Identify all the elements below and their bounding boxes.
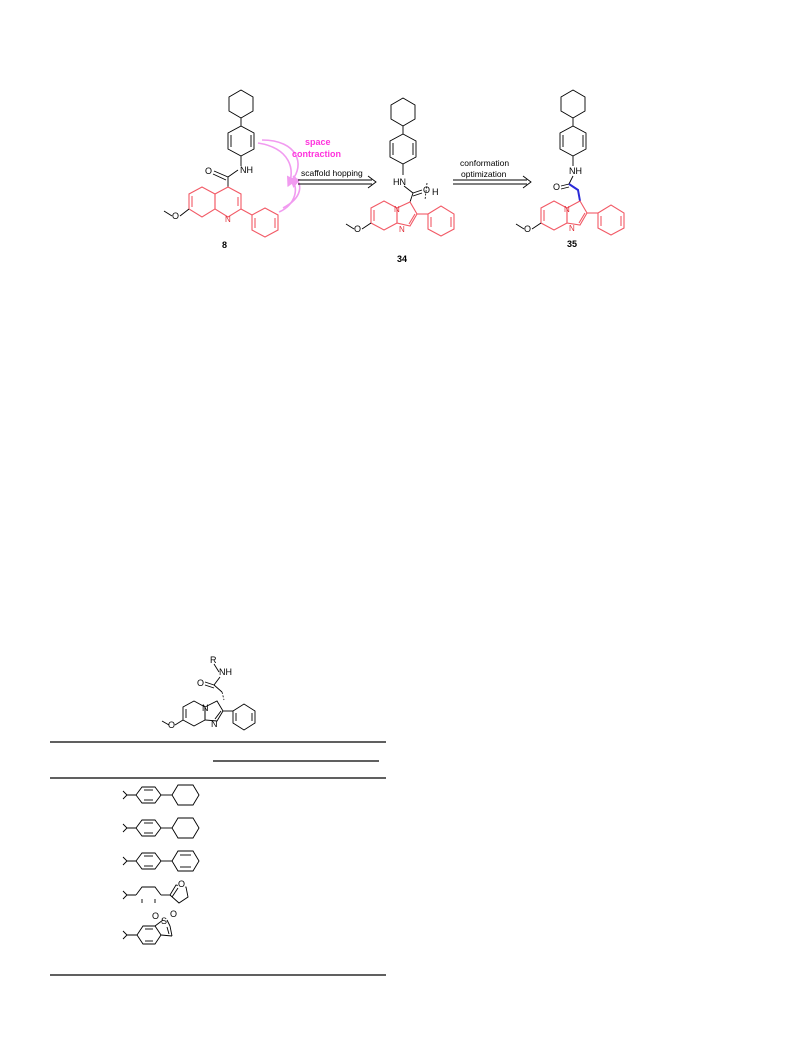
furan-o-label: O bbox=[178, 879, 185, 889]
arrow2-label-line2: optimization bbox=[461, 169, 507, 179]
table-row bbox=[122, 850, 200, 872]
hn-label-34: HN bbox=[393, 177, 406, 187]
n2-label-34: N bbox=[399, 225, 405, 234]
ome-o-label-34: O bbox=[354, 224, 361, 234]
space-contraction-annotation: space contraction bbox=[257, 137, 341, 213]
annotation-contraction: contraction bbox=[292, 149, 341, 159]
compound-34-label: 34 bbox=[397, 254, 407, 264]
table-core-structure: R NH O O N N bbox=[161, 655, 256, 731]
r-label: R bbox=[210, 655, 217, 665]
table-row: O bbox=[122, 879, 189, 904]
o-label-35: O bbox=[553, 182, 560, 192]
conformation-optimization-arrow: conformation optimization bbox=[453, 158, 532, 189]
n1-label-35: N bbox=[564, 205, 570, 214]
n1-label-34: N bbox=[394, 205, 400, 214]
n-label-8: N bbox=[225, 215, 231, 224]
table-row: S O O bbox=[122, 909, 177, 945]
compound-8-structure: NH O O N 8 bbox=[163, 89, 279, 250]
table-n1-label: N bbox=[202, 703, 209, 713]
compound-35-label: 35 bbox=[567, 239, 577, 249]
table-rules bbox=[50, 741, 386, 976]
table-nh-label: NH bbox=[219, 667, 232, 677]
table-o-label: O bbox=[197, 678, 204, 688]
arrow2-label-line1: conformation bbox=[460, 158, 509, 168]
imidazopyridine-core-34 bbox=[370, 200, 455, 237]
n2-label-35: N bbox=[569, 224, 575, 233]
compound-35-structure: NH O O N N 35 bbox=[515, 89, 625, 249]
ome-o-label-35: O bbox=[524, 224, 531, 234]
table-n2-label: N bbox=[211, 719, 218, 729]
o-label-34: O bbox=[423, 185, 430, 195]
sulfone-o2-label: O bbox=[170, 909, 177, 919]
imidazopyridine-core-35 bbox=[540, 200, 625, 236]
nh-label-8: NH bbox=[240, 165, 253, 175]
o-label-8: O bbox=[205, 166, 212, 176]
h-label-34: H bbox=[432, 187, 439, 197]
scaffold-hopping-arrow: scaffold hopping bbox=[298, 168, 377, 189]
nh-label-35: NH bbox=[569, 166, 582, 176]
compound-34-structure: HN O H O N N 34 bbox=[345, 97, 455, 264]
quinoline-core bbox=[188, 186, 279, 238]
arrow1-label: scaffold hopping bbox=[301, 168, 363, 178]
methylene-linker bbox=[568, 183, 581, 202]
table-row bbox=[122, 817, 200, 839]
sulfone-o1-label: O bbox=[152, 911, 159, 921]
annotation-space: space bbox=[305, 137, 331, 147]
table-ome-o-label: O bbox=[168, 720, 175, 730]
table-row bbox=[122, 784, 200, 806]
sulfone-s-label: S bbox=[161, 916, 167, 926]
compound-8-label: 8 bbox=[222, 240, 227, 250]
ome-o-label-8: O bbox=[172, 211, 179, 221]
